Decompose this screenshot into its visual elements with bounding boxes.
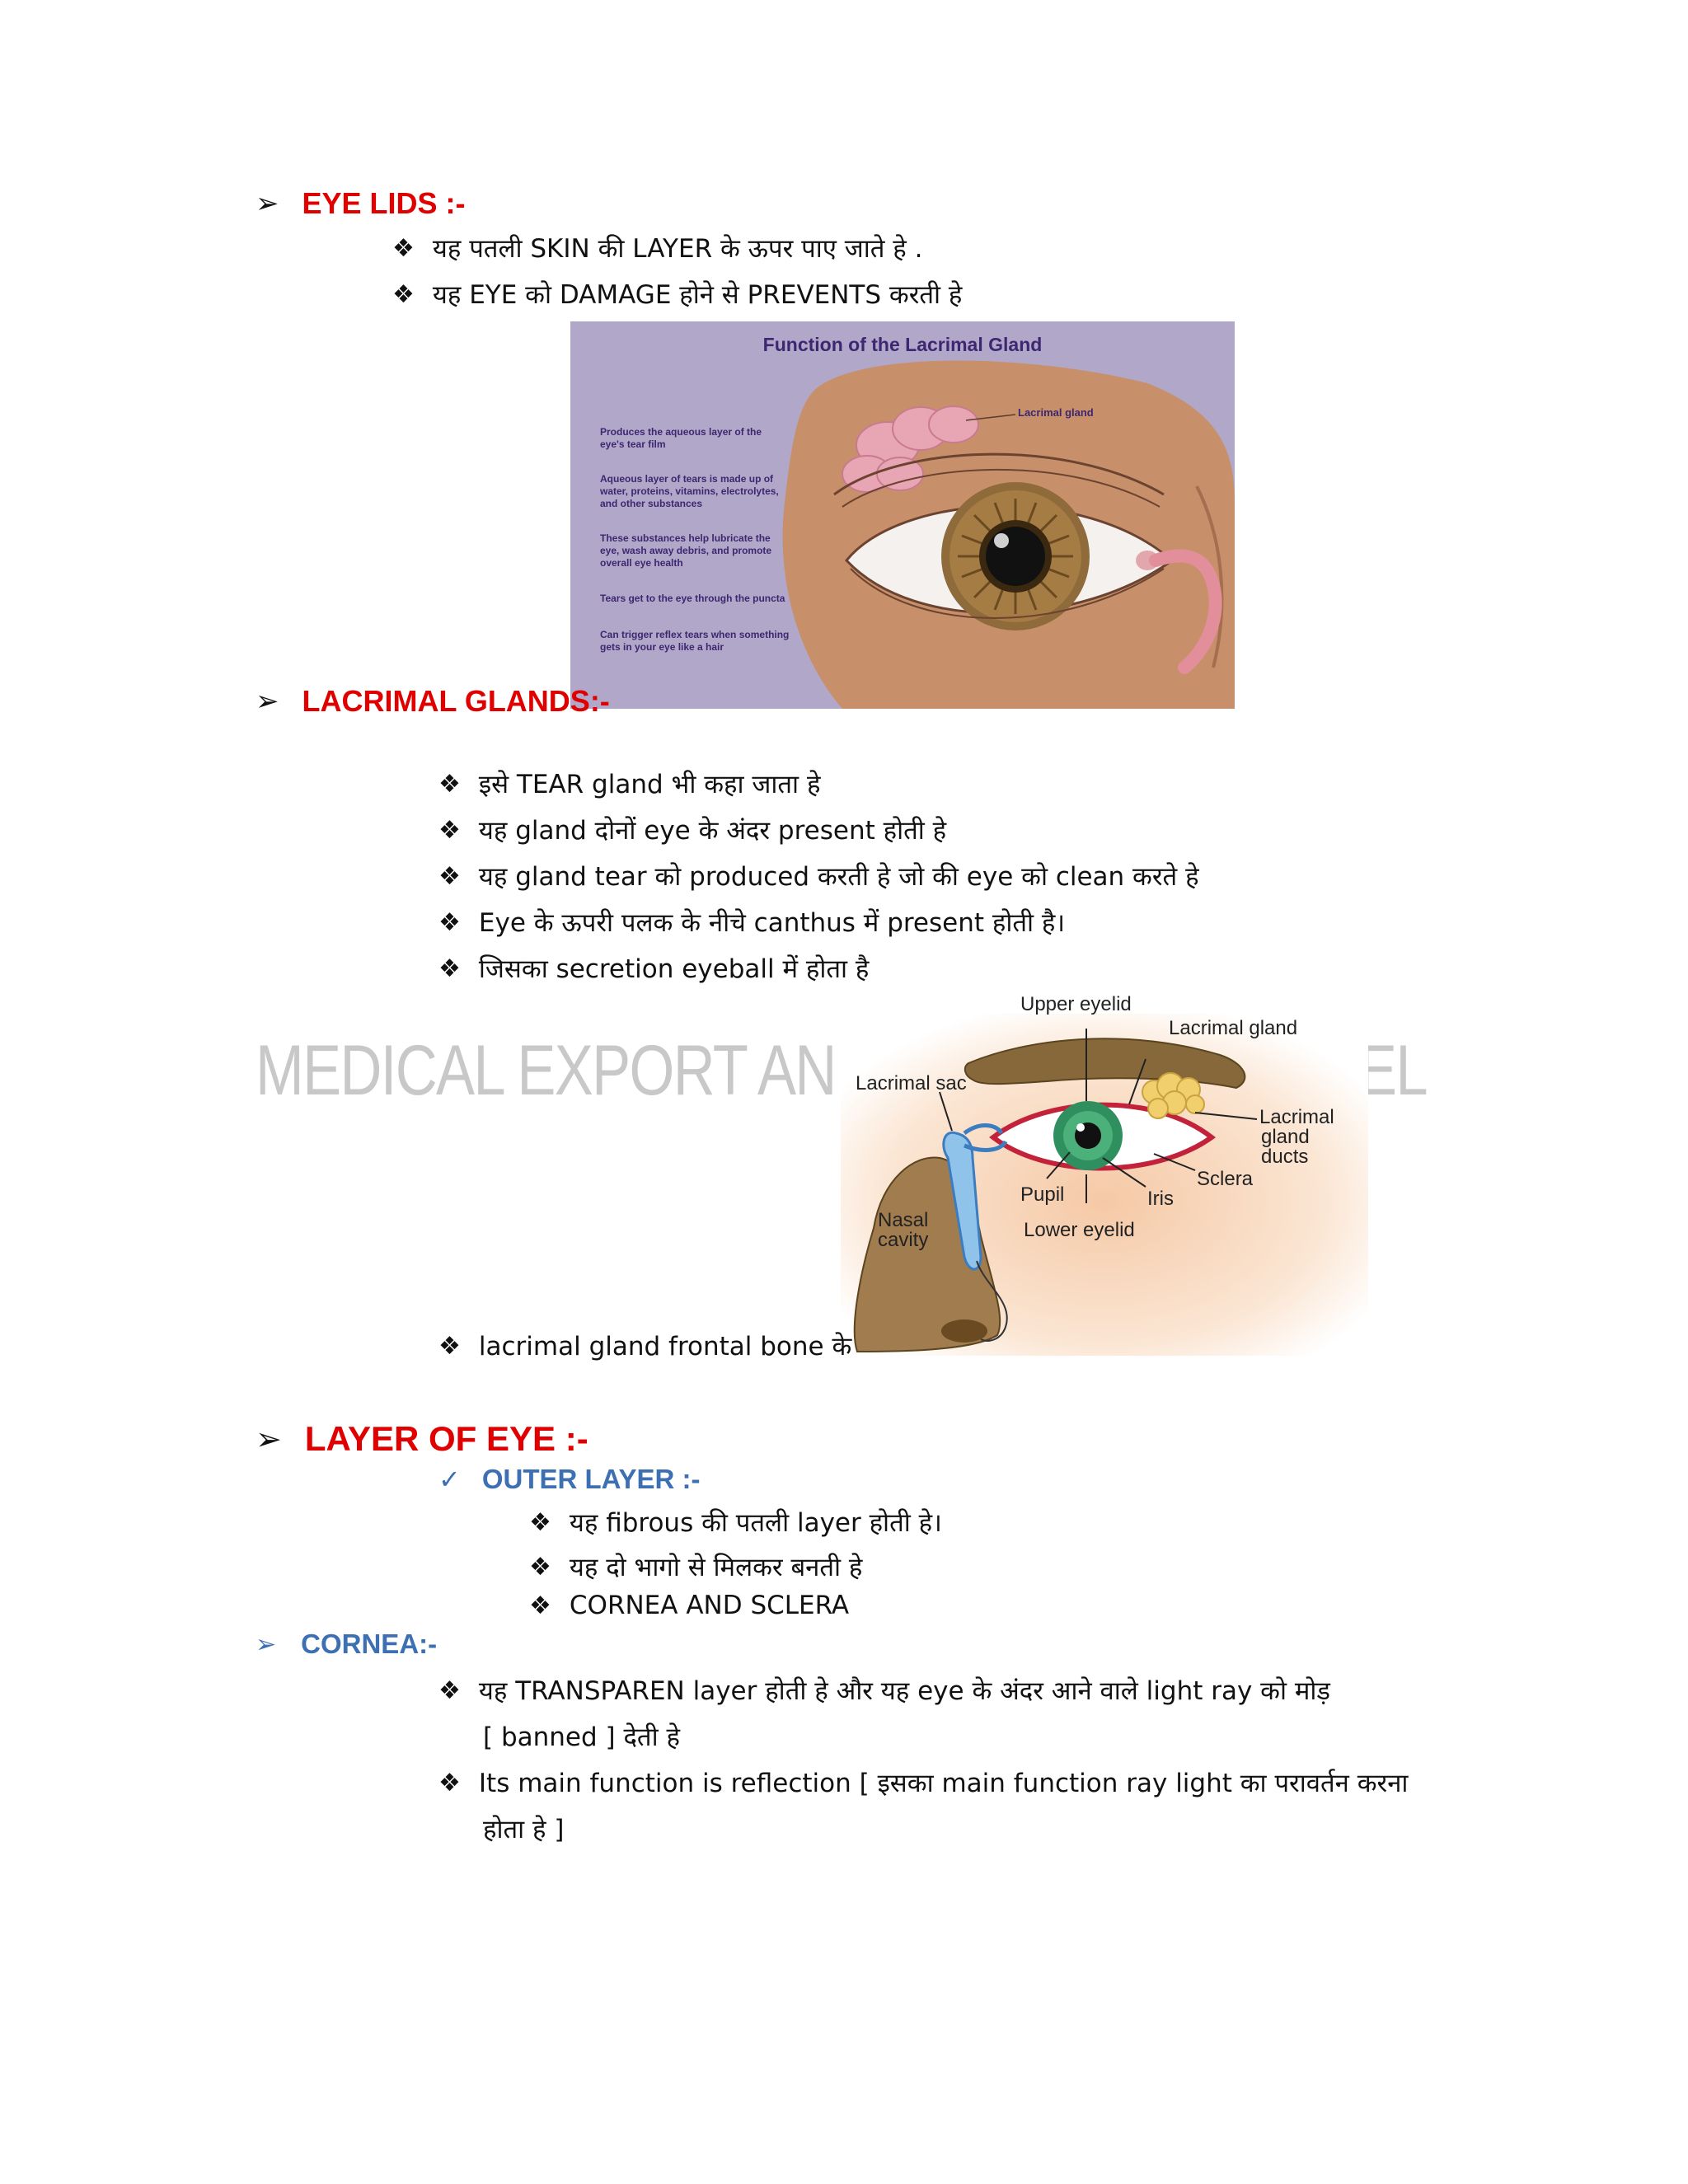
- label-ducts-1: Lacrimal: [1259, 1106, 1334, 1128]
- svg-text:Tears get to the eye through t: Tears get to the eye through the puncta: [600, 593, 785, 604]
- eye-lids-bullet-1: यह पतली SKIN की LAYER के ऊपर पाए जाते हे…: [432, 234, 923, 264]
- lacrimal-bullet-5: जिसका secretion eyeball में होता है: [478, 954, 870, 984]
- diamond-bullet-icon: ❖: [392, 233, 415, 263]
- figure1-title: Function of the Lacrimal Gland: [763, 334, 1043, 355]
- label-upper-eyelid: Upper eyelid: [1020, 993, 1132, 1015]
- lacrimal-gland-function-figure: Function of the Lacrimal Gland Lacrimal …: [570, 321, 1235, 709]
- diamond-bullet-icon: ❖: [438, 815, 461, 845]
- cornea-bullet-1-line-1: यह TRANSPAREN layer होती हे और यह eye के…: [478, 1676, 1331, 1706]
- diamond-bullet-icon: ❖: [529, 1591, 551, 1620]
- svg-text:eye's tear film: eye's tear film: [600, 438, 666, 450]
- diamond-bullet-icon: ❖: [529, 1552, 551, 1582]
- svg-text:Aqueous layer of tears is made: Aqueous layer of tears is made up of: [600, 473, 774, 485]
- list-item: ❖ CORNEA AND SCLERA: [529, 1591, 849, 1620]
- svg-text:gets in your eye like a hair: gets in your eye like a hair: [600, 641, 724, 653]
- watermark-right: EL: [1358, 1031, 1428, 1110]
- outer-layer-bullet-1: यह fibrous की पतली layer होती हे।: [569, 1508, 942, 1538]
- svg-text:and other substances: and other substances: [600, 498, 702, 509]
- list-item: ❖ Its main function is reflection [ इसका…: [438, 1765, 1408, 1800]
- label-lacrimal-gland: Lacrimal gland: [1169, 1017, 1297, 1039]
- outer-layer-bullet-3: CORNEA AND SCLERA: [569, 1591, 850, 1620]
- diamond-bullet-icon: ❖: [438, 1331, 461, 1361]
- label-sclera: Sclera: [1197, 1168, 1254, 1190]
- lacrimal-bullet-2: यह gland दोनों eye के अंदर present होती …: [478, 816, 947, 846]
- lacrimal-bullet-3: यह gland tear को produced करती हे जो की …: [478, 862, 1199, 892]
- diamond-bullet-icon: ❖: [438, 1675, 461, 1705]
- list-item: ❖ lacrimal gland frontal bone के: [438, 1329, 851, 1363]
- lacrimal-bullet-4: Eye के ऊपरी पलक के नीचे canthus में pres…: [478, 908, 1066, 938]
- list-item: ❖ यह gland दोनों eye के अंदर present होत…: [438, 813, 946, 847]
- label-ducts-2: gland: [1261, 1126, 1310, 1148]
- list-item-continuation: [ banned ] देती हे: [483, 1719, 680, 1754]
- svg-text:Can trigger reflex tears when: Can trigger reflex tears when something: [600, 629, 789, 640]
- lacrimal-bullet-1: इसे TEAR gland भी कहा जाता हे: [478, 770, 821, 799]
- list-item: ❖ यह TRANSPAREN layer होती हे और यह eye …: [438, 1673, 1330, 1708]
- layer-of-eye-heading-row: ➢ LAYER OF EYE :-: [256, 1419, 588, 1459]
- cornea-heading-row: ➢ CORNEA:-: [256, 1629, 437, 1660]
- list-item: ❖ यह पतली SKIN की LAYER के ऊपर पाए जाते …: [392, 231, 922, 265]
- outer-layer-bullet-2: यह दो भागो से मिलकर बनती हे: [569, 1553, 863, 1582]
- arrow-bullet-icon: ➢: [256, 187, 279, 220]
- list-item: ❖ यह gland tear को produced करती हे जो क…: [438, 859, 1199, 893]
- layer-of-eye-heading: LAYER OF EYE :-: [304, 1419, 588, 1458]
- svg-text:eye, wash away debris, and pro: eye, wash away debris, and promote: [600, 545, 771, 556]
- arrow-bullet-icon: ➢: [256, 1629, 277, 1659]
- label-lower-eyelid: Lower eyelid: [1024, 1219, 1135, 1241]
- svg-text:water, proteins, vitamins, ele: water, proteins, vitamins, electrolytes,: [599, 485, 779, 497]
- arrow-bullet-icon: ➢: [256, 1421, 282, 1457]
- label-ducts-3: ducts: [1261, 1146, 1308, 1168]
- list-item: ❖ इसे TEAR gland भी कहा जाता हे: [438, 766, 820, 801]
- diamond-bullet-icon: ❖: [392, 279, 415, 309]
- list-item: ❖ यह EYE को DAMAGE होने से PREVENTS करती…: [392, 277, 962, 312]
- outer-layer-row: ✓ OUTER LAYER :-: [438, 1464, 700, 1495]
- eye-illustration: Function of the Lacrimal Gland Lacrimal …: [570, 321, 1235, 709]
- svg-text:Produces the aqueous layer of: Produces the aqueous layer of the: [600, 426, 762, 438]
- checkmark-icon: ✓: [438, 1464, 461, 1495]
- outer-layer-heading: OUTER LAYER :-: [481, 1464, 701, 1494]
- list-item-continuation: होता हे ]: [483, 1811, 564, 1846]
- diamond-bullet-icon: ❖: [438, 954, 461, 983]
- figure1-lacrimal-label: Lacrimal gland: [1018, 406, 1094, 419]
- label-nasal-1: Nasal: [878, 1209, 928, 1231]
- cornea-heading: CORNEA:-: [301, 1629, 438, 1659]
- arrow-bullet-icon: ➢: [256, 685, 279, 718]
- list-item: ❖ जिसका secretion eyeball में होता है: [438, 951, 869, 986]
- diamond-bullet-icon: ❖: [438, 861, 461, 891]
- list-item: ❖ Eye के ऊपरी पलक के नीचे canthus में pr…: [438, 905, 1065, 940]
- cornea-bullet-2-line-2: होता हे ]: [483, 1815, 565, 1844]
- label-iris: Iris: [1147, 1188, 1174, 1210]
- list-item: ❖ यह दो भागो से मिलकर बनती हे: [529, 1549, 862, 1584]
- svg-text:overall eye health: overall eye health: [600, 557, 683, 569]
- diamond-bullet-icon: ❖: [529, 1507, 551, 1537]
- diamond-bullet-icon: ❖: [438, 907, 461, 937]
- lacrimal-heading-row: ➢ LACRIMAL GLANDS:-: [256, 684, 610, 719]
- label-lacrimal-sac: Lacrimal sac: [856, 1072, 967, 1094]
- list-item: ❖ यह fibrous की पतली layer होती हे।: [529, 1505, 942, 1540]
- lacrimal-heading: LACRIMAL GLANDS:-: [302, 684, 610, 718]
- eye-lids-bullet-2: यह EYE को DAMAGE होने से PREVENTS करती ह…: [432, 280, 963, 310]
- eye-lids-heading: EYE LIDS :-: [302, 186, 466, 220]
- lacrimal-apparatus-diagram: Upper eyelid Lacrimal gland Lacrimal sac…: [841, 993, 1368, 1356]
- lacrimal-apparatus-figure: Upper eyelid Lacrimal gland Lacrimal sac…: [841, 989, 1368, 1356]
- eye-lids-heading-row: ➢ EYE LIDS :-: [256, 186, 466, 221]
- svg-text:These substances help lubricat: These substances help lubricate the: [600, 532, 771, 544]
- diamond-bullet-icon: ❖: [438, 1768, 461, 1797]
- cornea-bullet-2-line-1: Its main function is reflection [ इसका m…: [478, 1769, 1409, 1798]
- lacrimal-bullet-6: lacrimal gland frontal bone के: [478, 1332, 852, 1361]
- label-nasal-2: cavity: [878, 1229, 928, 1251]
- label-pupil: Pupil: [1020, 1183, 1064, 1206]
- cornea-bullet-1-line-2: [ banned ] देती हे: [483, 1722, 680, 1752]
- diamond-bullet-icon: ❖: [438, 769, 461, 799]
